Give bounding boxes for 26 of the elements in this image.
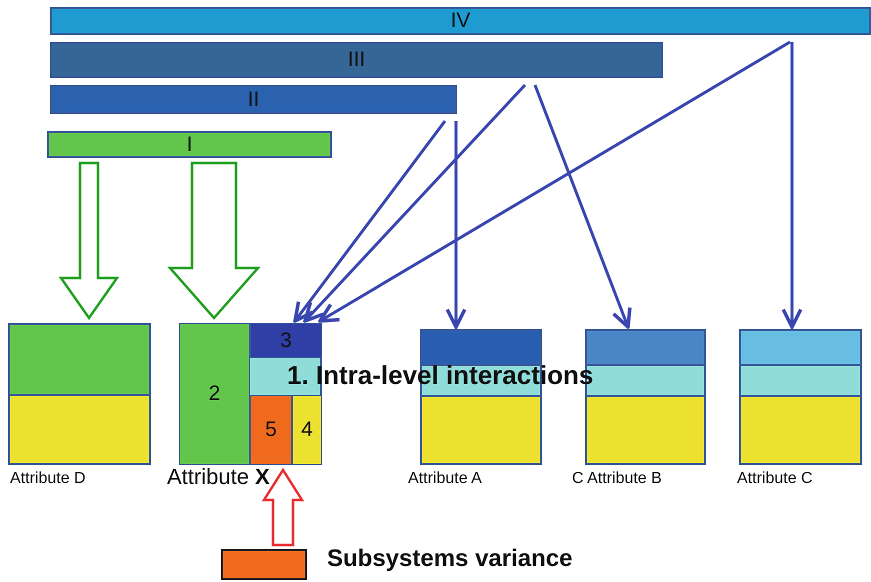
attribute-caption: Attribute C [737, 470, 813, 488]
arrow [318, 40, 791, 323]
attribute-block [739, 329, 862, 465]
level-bar: IV [50, 7, 871, 35]
block-arrow [262, 468, 304, 546]
block-arrow [167, 162, 261, 320]
level-bar: III [50, 42, 663, 78]
component-cell: 5 [250, 395, 292, 465]
legend-caption: Subsystems variance [327, 545, 572, 573]
attribute-caption: Attribute D [10, 470, 86, 488]
level-bar: I [47, 131, 332, 158]
subsystem-box [221, 549, 307, 580]
arrow [293, 120, 446, 323]
block-arrow [58, 162, 120, 320]
attribute-block [8, 323, 151, 465]
arrow [782, 42, 802, 329]
arrow [303, 84, 526, 323]
component-cell: 4 [292, 395, 322, 465]
attribute-caption: Attribute X [167, 464, 270, 490]
component-cell: 3 [250, 323, 322, 358]
attribute-caption: Attribute A [408, 470, 482, 488]
arrow [446, 121, 466, 329]
arrow [534, 84, 632, 329]
component-cell: 2 [179, 323, 250, 465]
level-bar: II [50, 85, 457, 114]
attribute-caption: C Attribute B [572, 470, 662, 488]
